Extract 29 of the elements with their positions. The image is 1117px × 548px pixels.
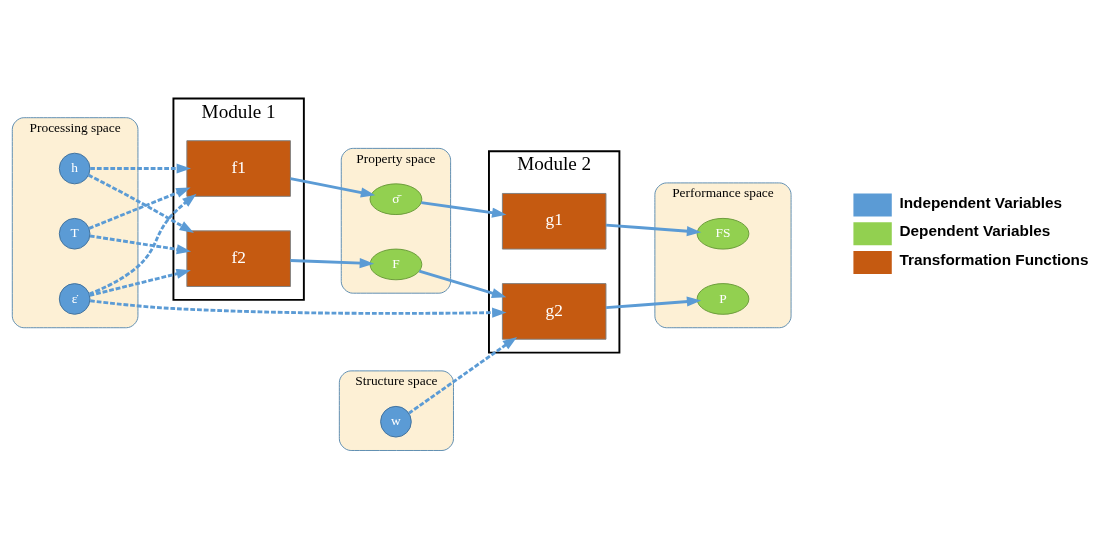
node-ellipse: FS xyxy=(696,217,750,250)
arrow xyxy=(418,269,507,298)
arrow xyxy=(90,298,507,318)
node-circle: w xyxy=(380,405,412,438)
node-circle: h xyxy=(58,152,91,184)
node-circle: T xyxy=(58,217,91,250)
arrow xyxy=(606,296,702,309)
arrow xyxy=(290,257,375,268)
node-ellipse: F xyxy=(369,248,423,280)
arrow xyxy=(290,176,376,197)
legend-label: Transformation Functions xyxy=(899,250,1089,268)
arrow xyxy=(88,193,197,295)
node-box: f2 xyxy=(186,229,291,287)
legend-label: Independent Variables xyxy=(899,193,1063,211)
arrow xyxy=(89,234,192,254)
node-box: f1 xyxy=(186,139,291,197)
node-ellipse: σ̄ xyxy=(369,182,423,215)
arrow xyxy=(421,200,507,218)
arrow xyxy=(88,186,191,230)
node-ellipse: P xyxy=(696,282,750,315)
legend-label: Dependent Variables xyxy=(899,221,1051,239)
node-box: g1 xyxy=(501,192,607,250)
arrow xyxy=(408,336,518,414)
node-circle: ε̇ xyxy=(58,282,91,315)
arrow xyxy=(87,173,194,233)
arrow xyxy=(90,162,192,174)
arrow xyxy=(606,223,702,236)
node-box: g2 xyxy=(501,282,607,340)
arrow xyxy=(89,268,191,297)
